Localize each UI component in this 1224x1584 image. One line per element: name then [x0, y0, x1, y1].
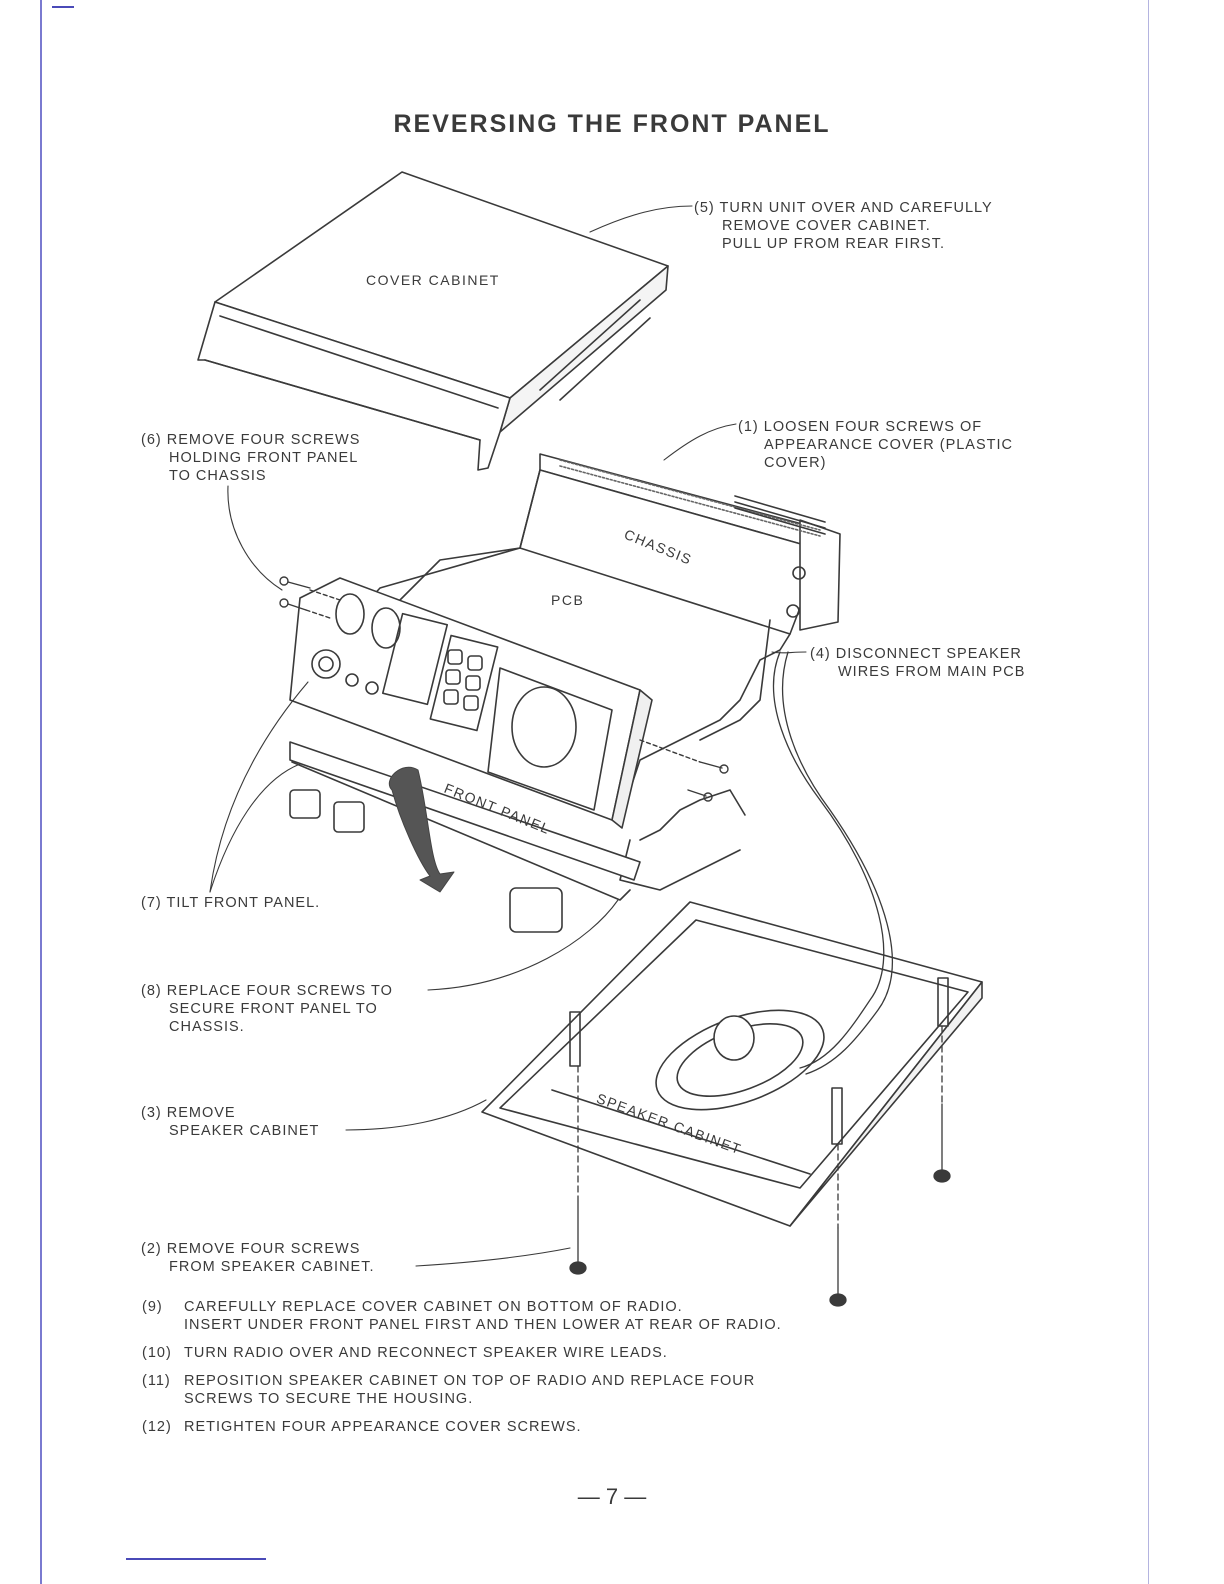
callout-step-8: (8) REPLACE FOUR SCREWS TO SECURE FRONT …	[141, 982, 393, 1036]
step-11: (11) REPOSITION SPEAKER CABINET ON TOP OF…	[142, 1372, 755, 1408]
callout-step-4: (4) DISCONNECT SPEAKER WIRES FROM MAIN P…	[810, 645, 1025, 681]
callout-line: SPEAKER CABINET	[169, 1123, 320, 1139]
callout-step-2: (2) REMOVE FOUR SCREWS FROM SPEAKER CABI…	[141, 1240, 375, 1276]
callout-line: APPEARANCE COVER (PLASTIC	[764, 437, 1013, 453]
step-12: (12) RETIGHTEN FOUR APPEARANCE COVER SCRE…	[142, 1418, 582, 1436]
leader-lines	[209, 205, 807, 1267]
step-text: SCREWS TO SECURE THE HOUSING.	[184, 1391, 474, 1407]
step-text: RETIGHTEN FOUR APPEARANCE COVER SCREWS.	[184, 1419, 582, 1435]
callout-line: HOLDING FRONT PANEL	[169, 450, 359, 466]
callout-line: (8) REPLACE FOUR SCREWS TO	[141, 983, 393, 999]
speaker-wires	[772, 651, 893, 1075]
page-number: — 7 —	[577, 1484, 647, 1509]
speaker-cabinet-drawing	[481, 901, 983, 1227]
callout-line: TO CHASSIS	[169, 468, 267, 484]
step-10: (10) TURN RADIO OVER AND RECONNECT SPEAKE…	[142, 1344, 668, 1362]
step-number: (10)	[142, 1345, 172, 1361]
cover-cabinet-label: COVER CABINET	[366, 272, 500, 288]
cabinet-screws	[569, 1025, 951, 1307]
step-text: REPOSITION SPEAKER CABINET ON TOP OF RAD…	[184, 1373, 756, 1389]
tilt-arrow	[389, 767, 455, 893]
callout-line: CHASSIS.	[169, 1019, 245, 1035]
step-number: (11)	[142, 1373, 171, 1389]
front-panel-screws	[279, 576, 729, 802]
pcb-label: PCB	[551, 592, 585, 608]
callout-line: COVER)	[764, 455, 827, 471]
callout-step-3: (3) REMOVE SPEAKER CABINET	[141, 1104, 319, 1140]
callout-line: (6) REMOVE FOUR SCREWS	[141, 432, 361, 448]
left-page-border	[40, 0, 42, 1584]
callout-step-1: (1) LOOSEN FOUR SCREWS OF APPEARANCE COV…	[738, 418, 1013, 472]
front-panel-drawing	[289, 577, 653, 933]
cover-cabinet-drawing	[197, 171, 669, 471]
chassis-drawing	[359, 453, 841, 891]
step-text: INSERT UNDER FRONT PANEL FIRST AND THEN …	[184, 1317, 782, 1333]
step-text: TURN RADIO OVER AND RECONNECT SPEAKER WI…	[184, 1345, 668, 1361]
callout-line: (3) REMOVE	[141, 1105, 236, 1121]
callout-line: (1) LOOSEN FOUR SCREWS OF	[738, 419, 983, 435]
step-number: (9)	[142, 1299, 163, 1315]
callout-line: REMOVE COVER CABINET.	[722, 218, 931, 234]
callout-step-5: (5) TURN UNIT OVER AND CAREFULLY REMOVE …	[694, 199, 993, 253]
callout-line: (2) REMOVE FOUR SCREWS	[141, 1241, 361, 1257]
callout-line: PULL UP FROM REAR FIRST.	[722, 236, 946, 252]
step-text: CAREFULLY REPLACE COVER CABINET ON BOTTO…	[184, 1299, 683, 1315]
callout-step-6: (6) REMOVE FOUR SCREWS HOLDING FRONT PAN…	[141, 431, 360, 485]
callout-line: (4) DISCONNECT SPEAKER	[810, 646, 1022, 662]
callout-line: WIRES FROM MAIN PCB	[838, 664, 1026, 680]
callout-line: FROM SPEAKER CABINET.	[169, 1259, 375, 1275]
step-number: (12)	[142, 1419, 172, 1435]
callout-line: SECURE FRONT PANEL TO	[169, 1001, 378, 1017]
callout-step-7: (7) TILT FRONT PANEL.	[141, 894, 320, 912]
corner-mark	[52, 6, 74, 8]
right-page-border	[1148, 0, 1149, 1584]
step-9: (9) CAREFULLY REPLACE COVER CABINET ON BO…	[142, 1298, 782, 1334]
footnote-rule	[126, 1558, 266, 1560]
page-title: REVERSING THE FRONT PANEL	[393, 110, 831, 138]
callout-line: (7) TILT FRONT PANEL.	[141, 895, 321, 911]
callout-line: (5) TURN UNIT OVER AND CAREFULLY	[694, 200, 993, 216]
